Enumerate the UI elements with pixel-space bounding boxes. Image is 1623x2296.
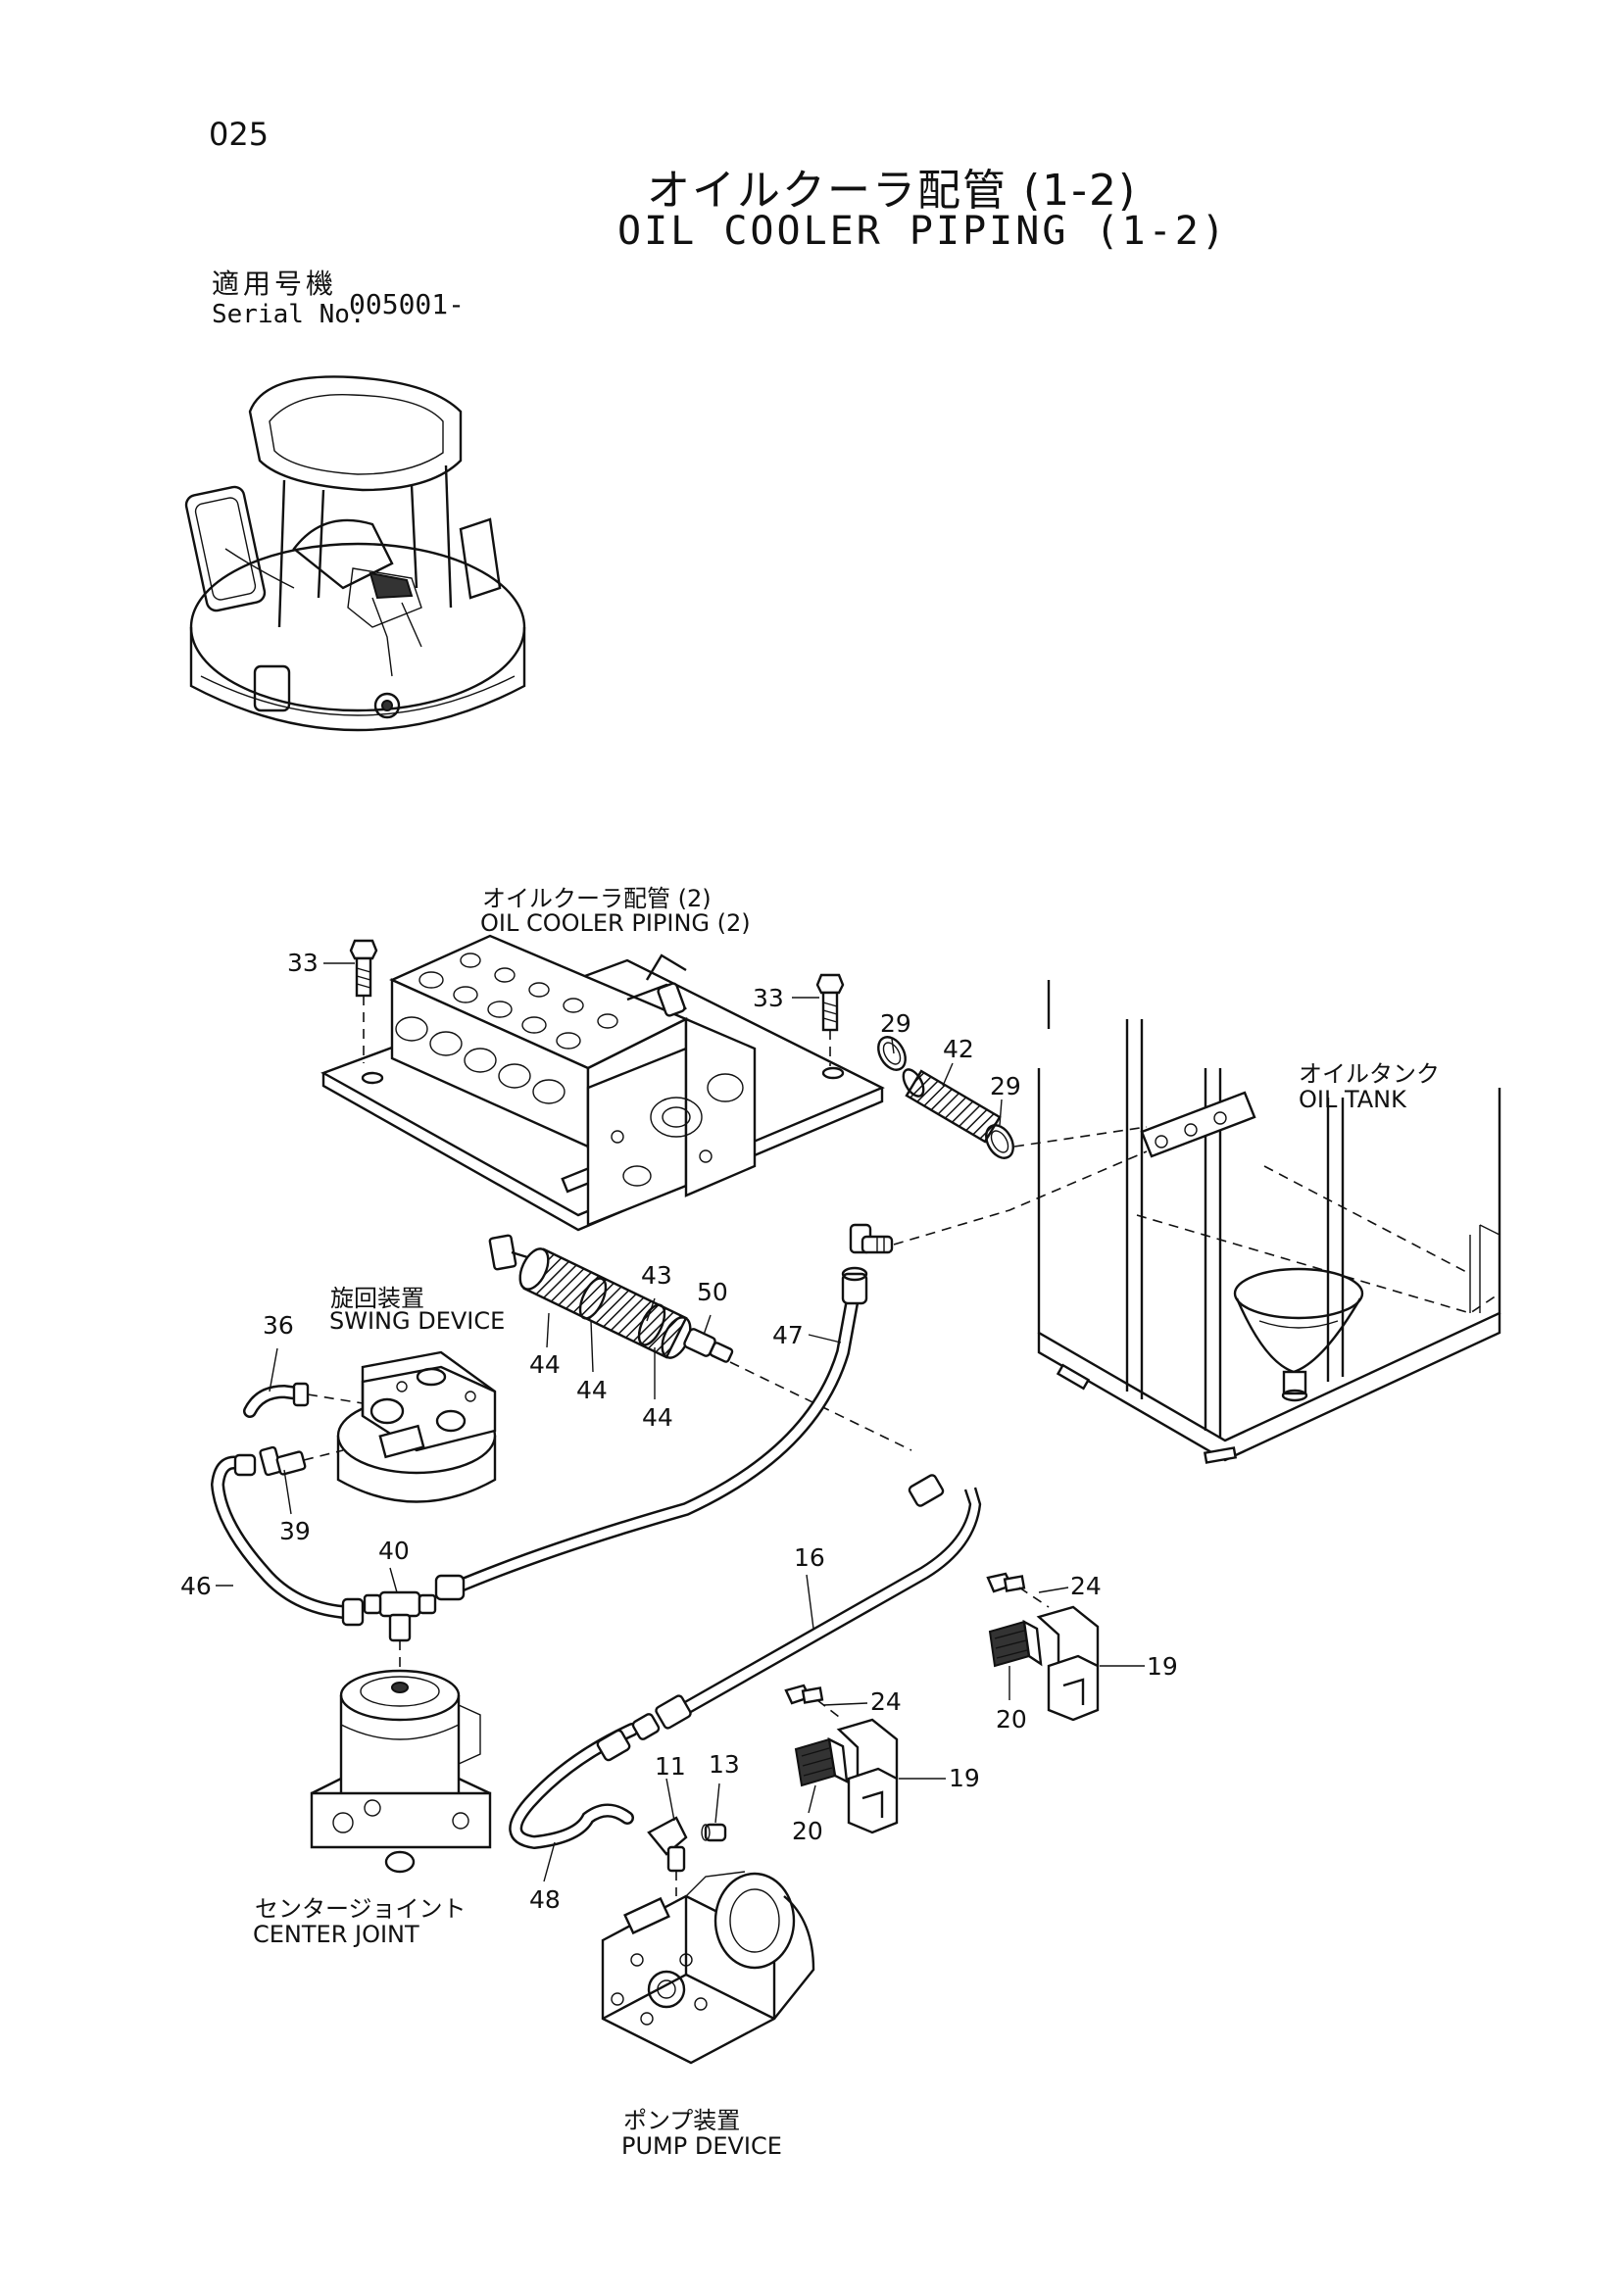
hose-47	[434, 1266, 868, 1601]
clamp-bracket-19-upper	[1036, 1605, 1100, 1722]
hose-clamp-29-b	[985, 1124, 1014, 1159]
callout-20-upper: 20	[996, 1705, 1027, 1734]
callout-42: 42	[943, 1035, 974, 1063]
swing-device-label-ja: 旋回装置	[330, 1285, 424, 1312]
callout-24-upper: 24	[1070, 1572, 1102, 1600]
callout-39: 39	[279, 1517, 311, 1545]
tee-fitting-40	[363, 1590, 437, 1685]
control-valve-assembly	[320, 934, 885, 1232]
clamp-cushion-20-lower	[794, 1736, 849, 1787]
callout-40: 40	[378, 1537, 410, 1565]
elbow-fitting-tank	[849, 1150, 1148, 1254]
pump-device-label-en: PUMP DEVICE	[621, 2132, 782, 2160]
pipe-46	[210, 1453, 365, 1627]
title-japanese: オイルクーラ配管 (1-2)	[647, 166, 1138, 216]
callout-43: 43	[641, 1261, 672, 1290]
pump-device	[601, 1871, 815, 2065]
oil-tank-label-ja: オイルタンク	[1299, 1060, 1440, 1088]
callout-16: 16	[794, 1543, 825, 1572]
callout-24-lower: 24	[870, 1687, 902, 1716]
elbow-fitting-36	[243, 1382, 364, 1418]
center-joint-label-en: CENTER JOINT	[253, 1921, 419, 1948]
clamp-bracket-19-lower	[836, 1718, 899, 1834]
oil-cooler-piping-2-label-en: OIL COOLER PIPING (2)	[480, 909, 751, 937]
bolt-33-right	[815, 973, 845, 1066]
callout-36: 36	[263, 1311, 294, 1340]
callout-46: 46	[180, 1572, 212, 1600]
center-joint-label-ja: センタージョイント	[255, 1895, 467, 1923]
plug-13	[701, 1823, 727, 1842]
callout-19-upper: 19	[1147, 1652, 1178, 1681]
callout-44-right: 44	[642, 1403, 673, 1432]
pump-device-label-ja: ポンプ装置	[623, 2107, 741, 2134]
callout-44-middle: 44	[576, 1376, 608, 1404]
leader-lines	[216, 962, 1145, 1882]
title-english: OIL COOLER PIPING (1-2)	[617, 209, 1228, 254]
serial-label-english: Serial No.	[212, 300, 366, 329]
bolt-33-left	[349, 939, 378, 1063]
clamp-cushion-20-upper	[988, 1619, 1043, 1668]
center-joint	[310, 1669, 492, 1874]
oil-cooler-piping-2-label-ja: オイルクーラ配管 (2)	[482, 885, 712, 912]
bolt-24-lower	[784, 1684, 844, 1721]
hose-42	[902, 1068, 1002, 1144]
callout-48: 48	[529, 1885, 561, 1914]
oil-tank	[1037, 980, 1501, 1464]
callout-33-left: 33	[287, 949, 319, 977]
hose-clamp-29-a	[877, 1036, 907, 1071]
callout-29-lower: 29	[990, 1072, 1021, 1100]
serial-label-japanese: 適用号機	[212, 268, 338, 300]
pipe-16	[655, 1474, 982, 1730]
swing-device	[336, 1350, 497, 1503]
adapter-fitting-39	[259, 1445, 344, 1477]
callout-20-lower: 20	[792, 1817, 823, 1845]
oil-cooler-assembly	[488, 1234, 912, 1451]
elbow-fitting-11	[647, 1816, 688, 1896]
callout-11: 11	[655, 1752, 686, 1781]
serial-number-value: 005001-	[349, 288, 466, 320]
machine-overview-illustration	[184, 375, 526, 732]
swing-device-label-en: SWING DEVICE	[329, 1307, 506, 1335]
callout-29-upper: 29	[880, 1009, 911, 1038]
callout-13: 13	[709, 1750, 740, 1779]
bolt-24-upper	[986, 1572, 1050, 1608]
callout-50: 50	[697, 1278, 728, 1306]
callout-47: 47	[772, 1321, 804, 1349]
oil-tank-label-en: OIL TANK	[1299, 1086, 1406, 1113]
callout-19-lower: 19	[949, 1764, 980, 1792]
hose-48	[509, 1713, 661, 1850]
callout-44-left: 44	[529, 1350, 561, 1379]
callout-33-right: 33	[753, 984, 784, 1012]
page-number: 025	[209, 116, 270, 153]
